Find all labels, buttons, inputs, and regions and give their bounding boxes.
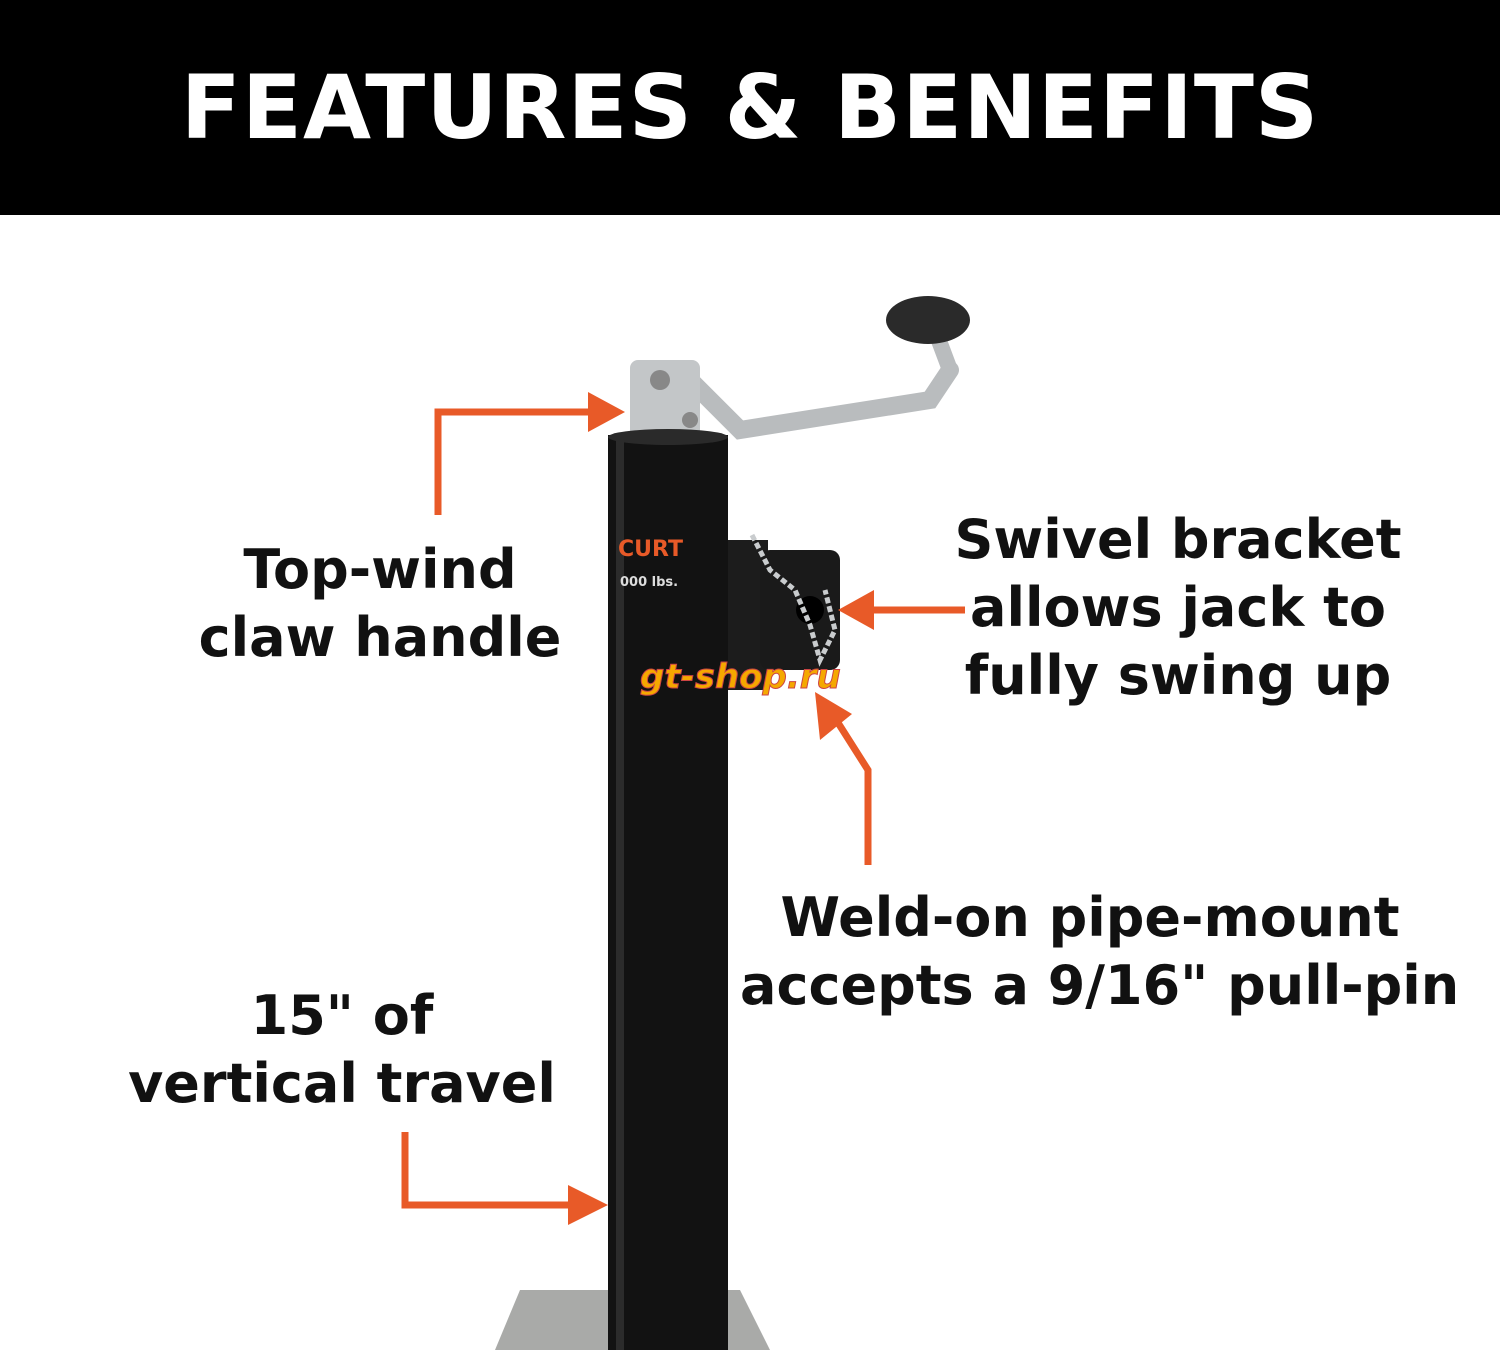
callout-line: vertical travel [128, 1052, 556, 1115]
callout-line: Top-wind [243, 538, 517, 601]
callout-line: claw handle [198, 606, 562, 669]
arrowhead-icon [568, 1185, 608, 1225]
callout-line: Weld-on pipe-mount [780, 886, 1400, 949]
arrow-top-wind [434, 408, 592, 515]
capacity-text: 000 lbs. [620, 575, 678, 590]
callout-swivel: Swivel bracket allows jack to fully swin… [940, 506, 1416, 710]
header-banner: FEATURES & BENEFITS [0, 0, 1500, 215]
arrows [401, 408, 965, 1209]
jack-tube [608, 435, 728, 1350]
curt-logo: CURT [618, 537, 683, 562]
callout-top-wind: Top-wind claw handle [180, 536, 580, 672]
arrowhead-icon [815, 692, 852, 740]
callout-line: accepts a 9/16" pull-pin [740, 954, 1460, 1017]
arrowhead-icon [838, 590, 874, 630]
callout-line: fully swing up [964, 644, 1392, 707]
callout-line: allows jack to [970, 576, 1386, 639]
handle-knob [886, 296, 970, 344]
callout-line: 15" of [250, 984, 434, 1047]
callout-line: Swivel bracket [954, 508, 1402, 571]
arrowhead-icon [588, 392, 625, 432]
page-title: FEATURES & BENEFITS [180, 56, 1320, 159]
callout-travel: 15" of vertical travel [112, 982, 572, 1118]
arrow-travel [401, 1132, 572, 1209]
pin-chain [749, 533, 838, 667]
arrow-weld-on [832, 716, 872, 865]
watermark: gt-shop.ru [640, 657, 841, 697]
callout-weld-on: Weld-on pipe-mount accepts a 9/16" pull-… [740, 884, 1460, 1020]
